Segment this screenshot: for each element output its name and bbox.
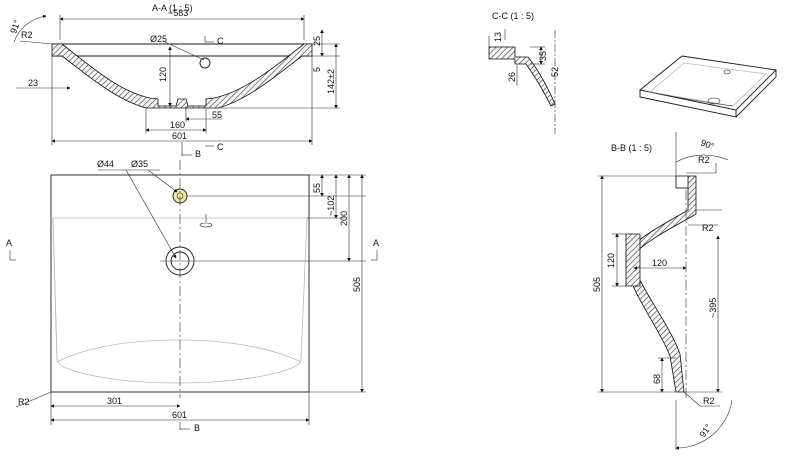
- dim-395: ~395: [708, 298, 718, 318]
- basin-section-aa: [51, 43, 313, 109]
- dim-r2-bb-bottom: R2: [703, 396, 715, 406]
- dim-301: 301: [107, 396, 122, 406]
- section-aa-title: A-A (1 : 5): [152, 3, 193, 13]
- dim-142: 142±2: [326, 69, 336, 94]
- section-bb: B-B (1 : 5) 90° R2 R2 120 120 505: [592, 132, 733, 450]
- dim-120-bb-h: 120: [652, 258, 667, 268]
- mark-b-top: B: [195, 149, 201, 159]
- mark-a-left: A: [6, 238, 12, 248]
- mark-a-right: A: [373, 238, 379, 248]
- dim-r2-aa: R2: [21, 30, 33, 40]
- dim-55-aa: 55: [212, 110, 222, 120]
- dim-23: 23: [28, 78, 38, 88]
- dim-90: 90°: [699, 137, 716, 151]
- dim-120-aa: 120: [158, 67, 168, 82]
- dim-505-plan: 505: [352, 277, 362, 292]
- dim-102: ~102: [326, 196, 336, 216]
- mark-c-top: C: [217, 36, 224, 46]
- plan-view: B C Ø44 Ø35 55 ~102: [6, 142, 379, 433]
- dim-26: 26: [507, 72, 517, 82]
- dim-35: 35: [538, 51, 548, 61]
- iso-drain: [707, 97, 721, 105]
- section-cc-title: C-C (1 : 5): [492, 11, 534, 21]
- mark-b-bottom: B: [194, 423, 200, 433]
- dim-68: 68: [652, 374, 662, 384]
- dim-52: 52: [550, 67, 560, 77]
- dim-601-aa: 601: [172, 131, 187, 141]
- dim-55-plan: 55: [312, 183, 322, 193]
- dim-5-aa: 5: [312, 67, 322, 72]
- dim-505-bb: 505: [592, 277, 602, 292]
- section-cc-profile: [488, 46, 556, 107]
- dim-phi35: Ø35: [131, 159, 148, 169]
- mark-c-plan: C: [217, 142, 224, 152]
- dim-r2-bb-top: R2: [698, 155, 710, 165]
- dim-13: 13: [493, 32, 503, 42]
- dim-120-bb-v: 120: [606, 253, 616, 268]
- isometric-view: [638, 55, 777, 118]
- dim-91-aa: 91°: [8, 18, 22, 35]
- section-cc: C-C (1 : 5) 13 35 26 52: [488, 11, 560, 134]
- section-aa: A-A (1 : 5) ~583 Ø25 C R2 91° 23 120: [8, 3, 340, 145]
- dim-phi44: Ø44: [97, 159, 114, 169]
- dim-583: ~583: [168, 8, 188, 18]
- section-bb-title: B-B (1 : 5): [611, 143, 652, 153]
- dim-r2-bb-mid: R2: [702, 223, 714, 233]
- dim-160: 160: [170, 120, 185, 130]
- overflow-hole: [199, 222, 213, 228]
- dim-phi25: Ø25: [150, 34, 167, 44]
- dim-25-aa: 25: [312, 36, 322, 46]
- iso-tap-hole: [723, 69, 731, 75]
- dim-601-plan: 601: [172, 410, 187, 420]
- overflow-hole-aa: [199, 57, 211, 69]
- bowl-outline: [52, 217, 308, 384]
- dim-200: 200: [339, 211, 349, 226]
- dim-91-bb: 91°: [697, 422, 713, 439]
- dim-r2-plan: R2: [18, 397, 30, 407]
